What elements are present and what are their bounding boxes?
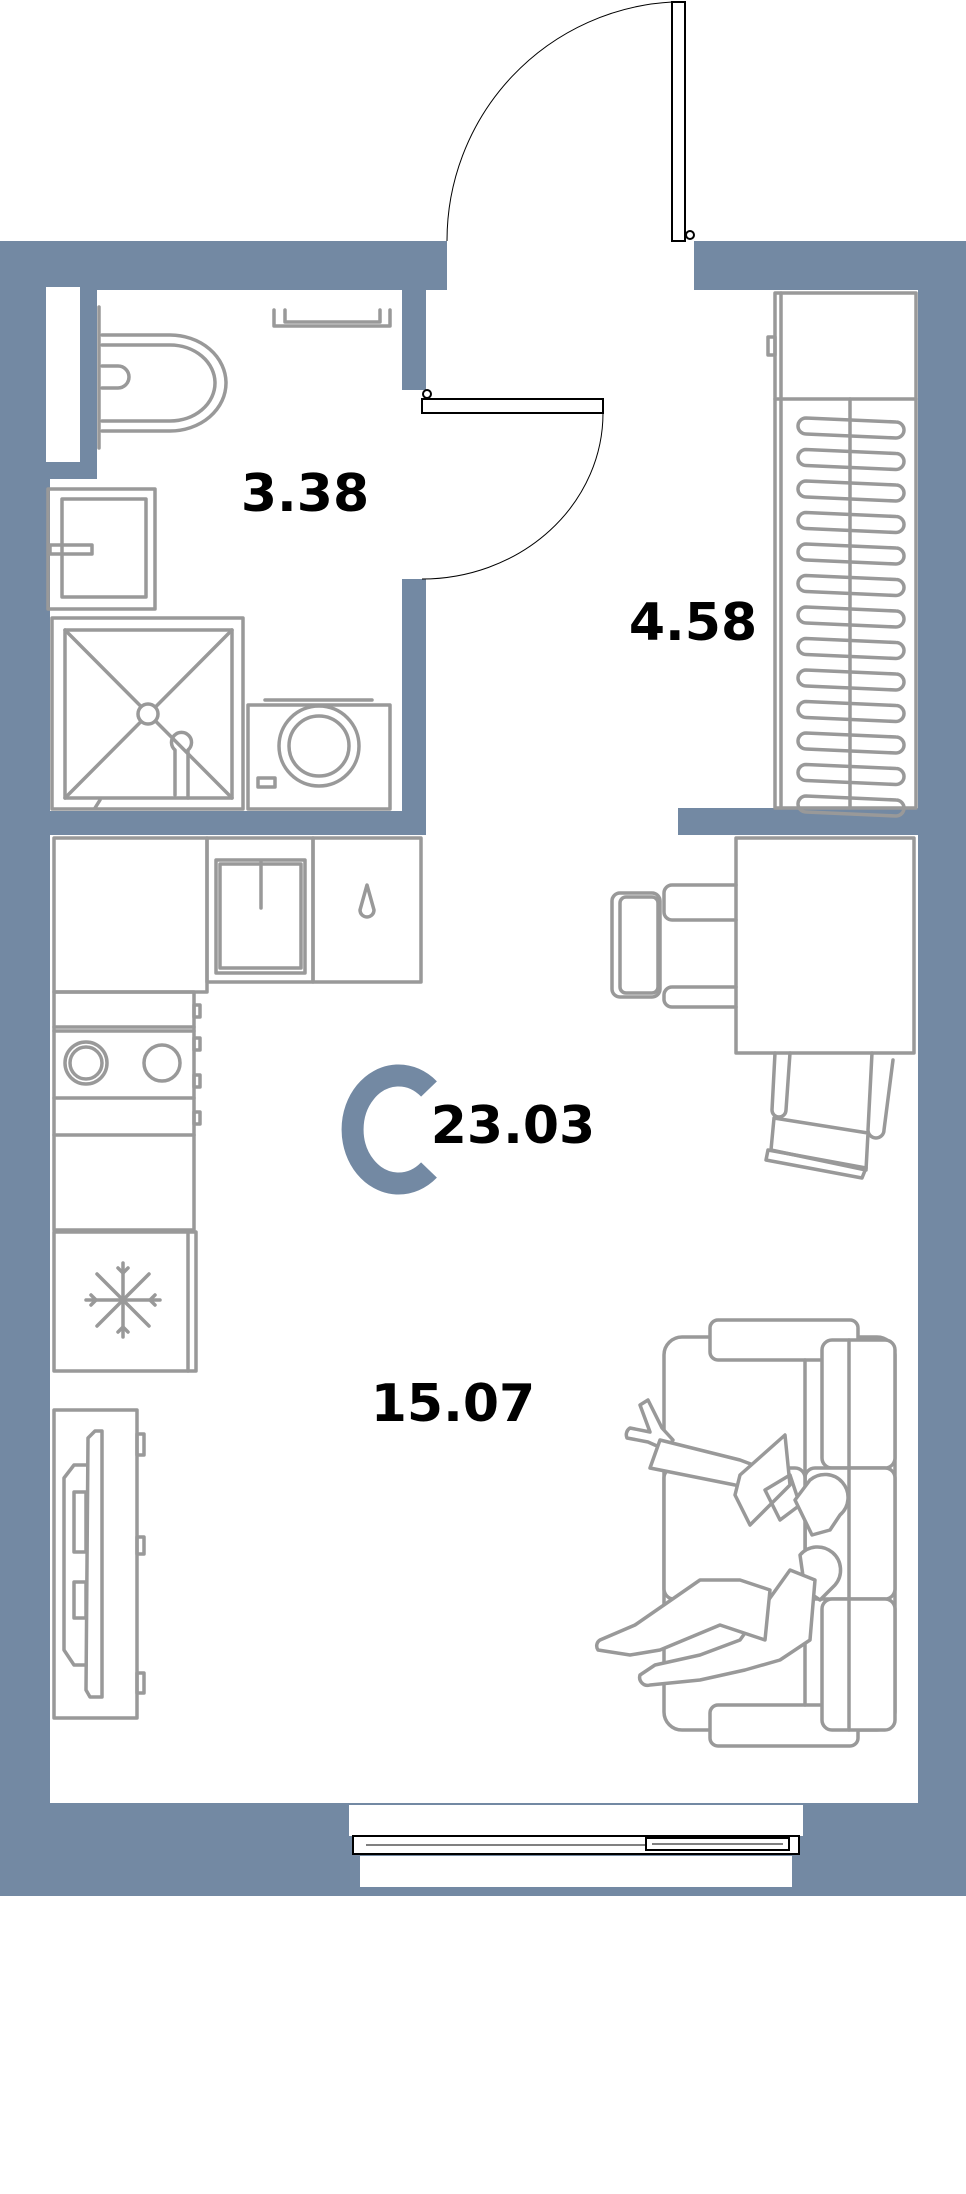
hanger [796,731,906,755]
dining-set [610,836,916,1180]
room-area-living: 15.07 [371,1374,535,1434]
chair-bottom [764,1051,895,1180]
entrance-door[interactable] [446,1,695,242]
hanger [796,573,906,598]
oven-knobs [192,1003,202,1126]
towel-rail-icon [272,308,392,328]
tv-unit [52,1408,146,1720]
chair-left [610,883,738,1009]
hanger [796,447,906,472]
hanger [796,479,906,503]
tv-icon [84,1429,104,1699]
wall-right [918,241,966,1896]
hanger [796,762,906,787]
hanger [796,510,906,535]
hob-icon [63,1040,182,1086]
room-area-bathroom: 3.38 [241,464,369,524]
hanger [796,794,906,818]
wall-bath-right-upper [402,287,426,390]
dining-table [734,836,916,1055]
room-area-hall: 4.58 [629,593,757,653]
shower-icon [50,616,245,811]
bathroom-fixtures [46,305,392,811]
people-on-sofa [594,1398,850,1688]
wall-storage-bottom [678,808,918,835]
hangers [796,416,906,818]
sink-icon [46,487,157,611]
toilet-icon [97,305,228,450]
logo-c-icon [341,1064,437,1195]
hanger [796,542,906,566]
hanger [796,699,906,724]
kitchen-sink-icon [214,858,307,975]
bathroom-door[interactable] [421,389,604,580]
water-drop-icon [358,883,376,919]
hanger [796,668,906,692]
wall-bath-bottom [50,811,426,835]
sofa [662,1318,897,1748]
total-area: 23.03 [431,1096,595,1156]
hanger [796,416,906,440]
hanger [796,605,906,629]
window [349,1805,803,1887]
niche [46,287,80,462]
wardrobe [766,291,918,818]
wall-bath-right-lower [402,579,426,835]
wall-top-left [0,241,447,290]
fridge [52,1230,198,1373]
wall-left [0,241,50,1896]
hanger [796,636,906,661]
snowflake-icon [84,1261,162,1339]
kitchen [52,836,423,1373]
washing-machine-icon [246,698,392,811]
